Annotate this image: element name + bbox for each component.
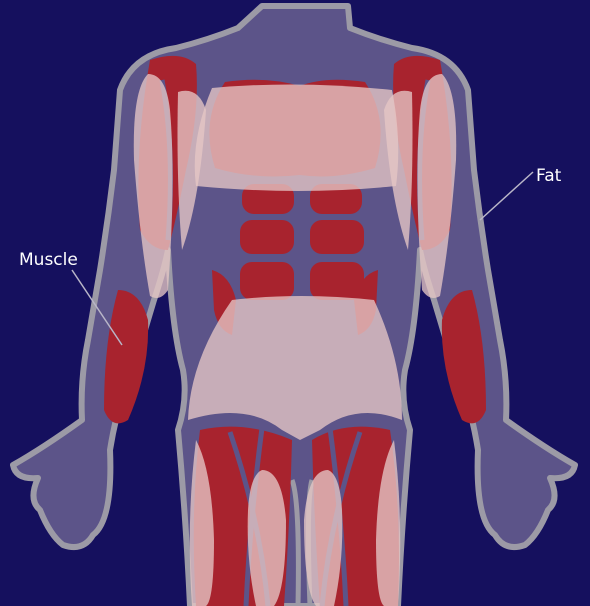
- fat-left-thigh-inner: [248, 470, 286, 606]
- muscle-ab-5: [240, 262, 294, 300]
- muscle-label: Muscle: [19, 250, 78, 270]
- muscle-ab-3: [240, 220, 294, 254]
- fat-right-thigh-inner: [304, 470, 342, 606]
- fat-leader-line: [480, 172, 533, 220]
- fat-label: Fat: [536, 166, 561, 186]
- fat-chest: [195, 84, 399, 191]
- muscle-ab-4: [310, 220, 364, 254]
